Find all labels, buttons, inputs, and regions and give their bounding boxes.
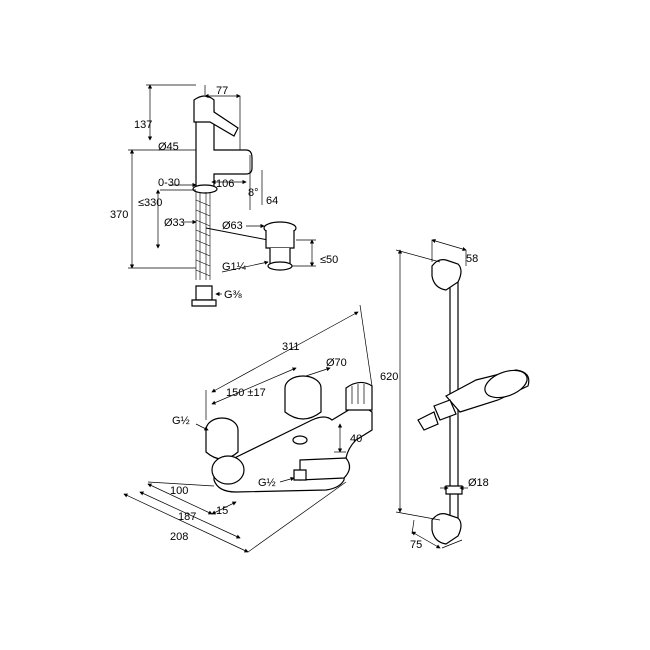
- left-eccentric: [211, 455, 245, 485]
- basin-mixer-drawing: [128, 84, 316, 307]
- basin-tap-base: [192, 184, 218, 194]
- temp-dial: [345, 381, 373, 411]
- bottom-bracket: [431, 513, 462, 545]
- shower-rail-drawing: [395, 238, 530, 549]
- dim-70: Ø70: [326, 357, 347, 369]
- dim-33: Ø33: [164, 217, 185, 229]
- diverter-knob: [292, 435, 308, 445]
- bath-mixer-drawing: [123, 304, 373, 553]
- dim-40: 40: [350, 433, 362, 445]
- top-bracket: [431, 259, 462, 291]
- dim-77: 77: [216, 85, 228, 97]
- dim-15: 15: [216, 505, 228, 517]
- soap-slider: [445, 485, 463, 495]
- dim-63: Ø63: [222, 220, 243, 232]
- right-handle: [284, 388, 322, 420]
- dim-620: 620: [380, 371, 398, 383]
- waste-body: [265, 230, 295, 249]
- dim-50: ≤50: [320, 254, 338, 266]
- hose-fitting: [195, 285, 213, 301]
- spout: [299, 457, 351, 481]
- shower-face: [484, 369, 528, 399]
- basin-tap-lever: [193, 95, 239, 137]
- dim-g114: G1¼: [222, 261, 247, 273]
- dim-45: Ø45: [158, 141, 179, 153]
- dim-311: 311: [282, 341, 300, 353]
- popup-rod: [205, 227, 269, 241]
- dim-g38: G⅜: [224, 289, 243, 301]
- dim-64: 64: [266, 195, 278, 207]
- dim-330: ≤330: [138, 197, 162, 209]
- dim-208: 208: [170, 531, 188, 543]
- dim-8deg: 8°: [248, 187, 259, 199]
- left-handle: [205, 430, 239, 460]
- dim-75: 75: [410, 539, 422, 551]
- holder-knob: [417, 411, 439, 431]
- dim-g12-bottom: G½: [258, 477, 276, 489]
- dim-137: 137: [134, 119, 152, 131]
- dim-150: 150 ±17: [226, 387, 266, 399]
- slider-holder: [433, 399, 457, 421]
- dim-187: 187: [178, 511, 196, 523]
- dim-0-30: 0-30: [158, 177, 180, 189]
- dim-106: 106: [216, 178, 234, 190]
- dim-g12-left: G½: [172, 415, 190, 427]
- outlet-g12: [293, 469, 307, 481]
- supply-hoses: [195, 192, 211, 280]
- dim-100: 100: [170, 485, 188, 497]
- dim-370: 370: [110, 209, 128, 221]
- dim-58: 58: [466, 253, 478, 265]
- dim-18: Ø18: [468, 477, 489, 489]
- basin-tap-body: [195, 109, 253, 191]
